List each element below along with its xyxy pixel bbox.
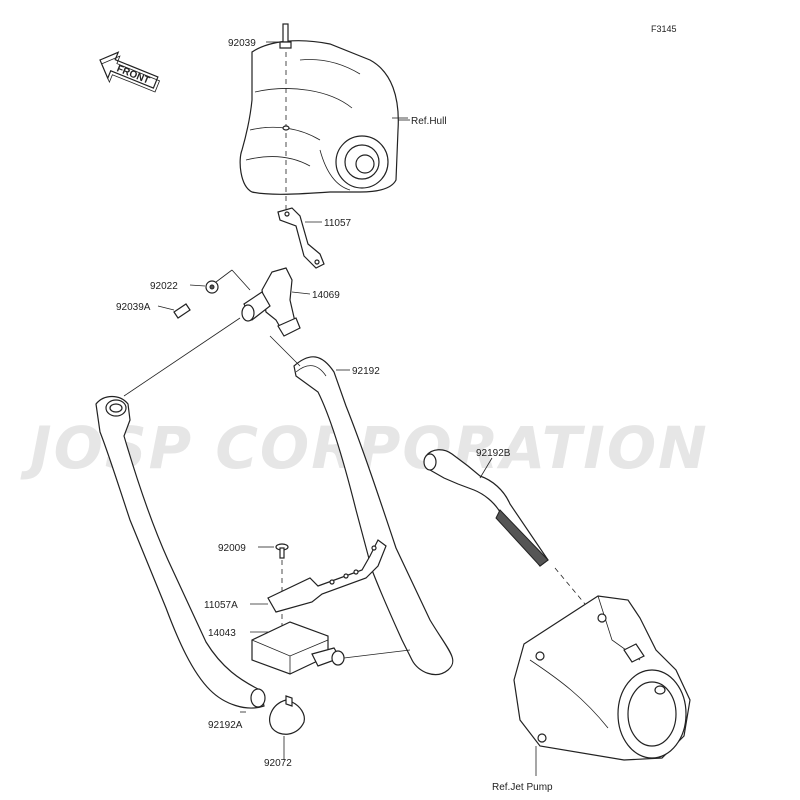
label-92039a: 92039A (116, 302, 151, 313)
label-92072: 92072 (264, 758, 292, 769)
part-92009-screw (258, 543, 289, 559)
assembly-line-washer (215, 269, 233, 283)
part-92039a-rivet (157, 303, 191, 319)
part-92192b-hose (423, 449, 549, 567)
front-arrow-icon: FRONT (99, 51, 161, 93)
hull-reference (239, 40, 408, 195)
part-11057a-bracket (250, 539, 387, 613)
jet-pump-reference (513, 595, 691, 776)
label-ref-jet-pump: Ref.Jet Pump (492, 782, 553, 793)
label-92022: 92022 (150, 281, 178, 292)
part-14069-fitting (231, 267, 311, 337)
part-92022-washer (189, 280, 219, 294)
assembly-line-jet-pump (554, 567, 591, 611)
label-11057: 11057 (324, 218, 352, 229)
label-92192a: 92192A (208, 720, 243, 731)
part-92192a-hose (95, 395, 266, 713)
figure-code: F3145 (651, 24, 677, 34)
hull-hole (282, 125, 290, 131)
part-92039-rivet (266, 23, 292, 49)
label-14069: 14069 (312, 290, 340, 301)
label-11057a: 11057A (204, 600, 238, 611)
assembly-line-block-hose (343, 649, 411, 659)
label-92039: 92039 (228, 38, 256, 49)
label-92009: 92009 (218, 543, 246, 554)
label-92192: 92192 (352, 366, 380, 377)
part-92072-clamp (269, 695, 305, 760)
part-11057-bracket (277, 207, 325, 269)
label-92192b: 92192B (476, 448, 511, 459)
part-14043-block (250, 621, 345, 675)
label-14043: 14043 (208, 628, 236, 639)
part-92192-hose (293, 356, 454, 675)
label-ref-hull: Ref.Hull (411, 116, 447, 127)
assembly-line-hose-right (269, 335, 301, 367)
assembly-line-hose-left (123, 317, 241, 397)
